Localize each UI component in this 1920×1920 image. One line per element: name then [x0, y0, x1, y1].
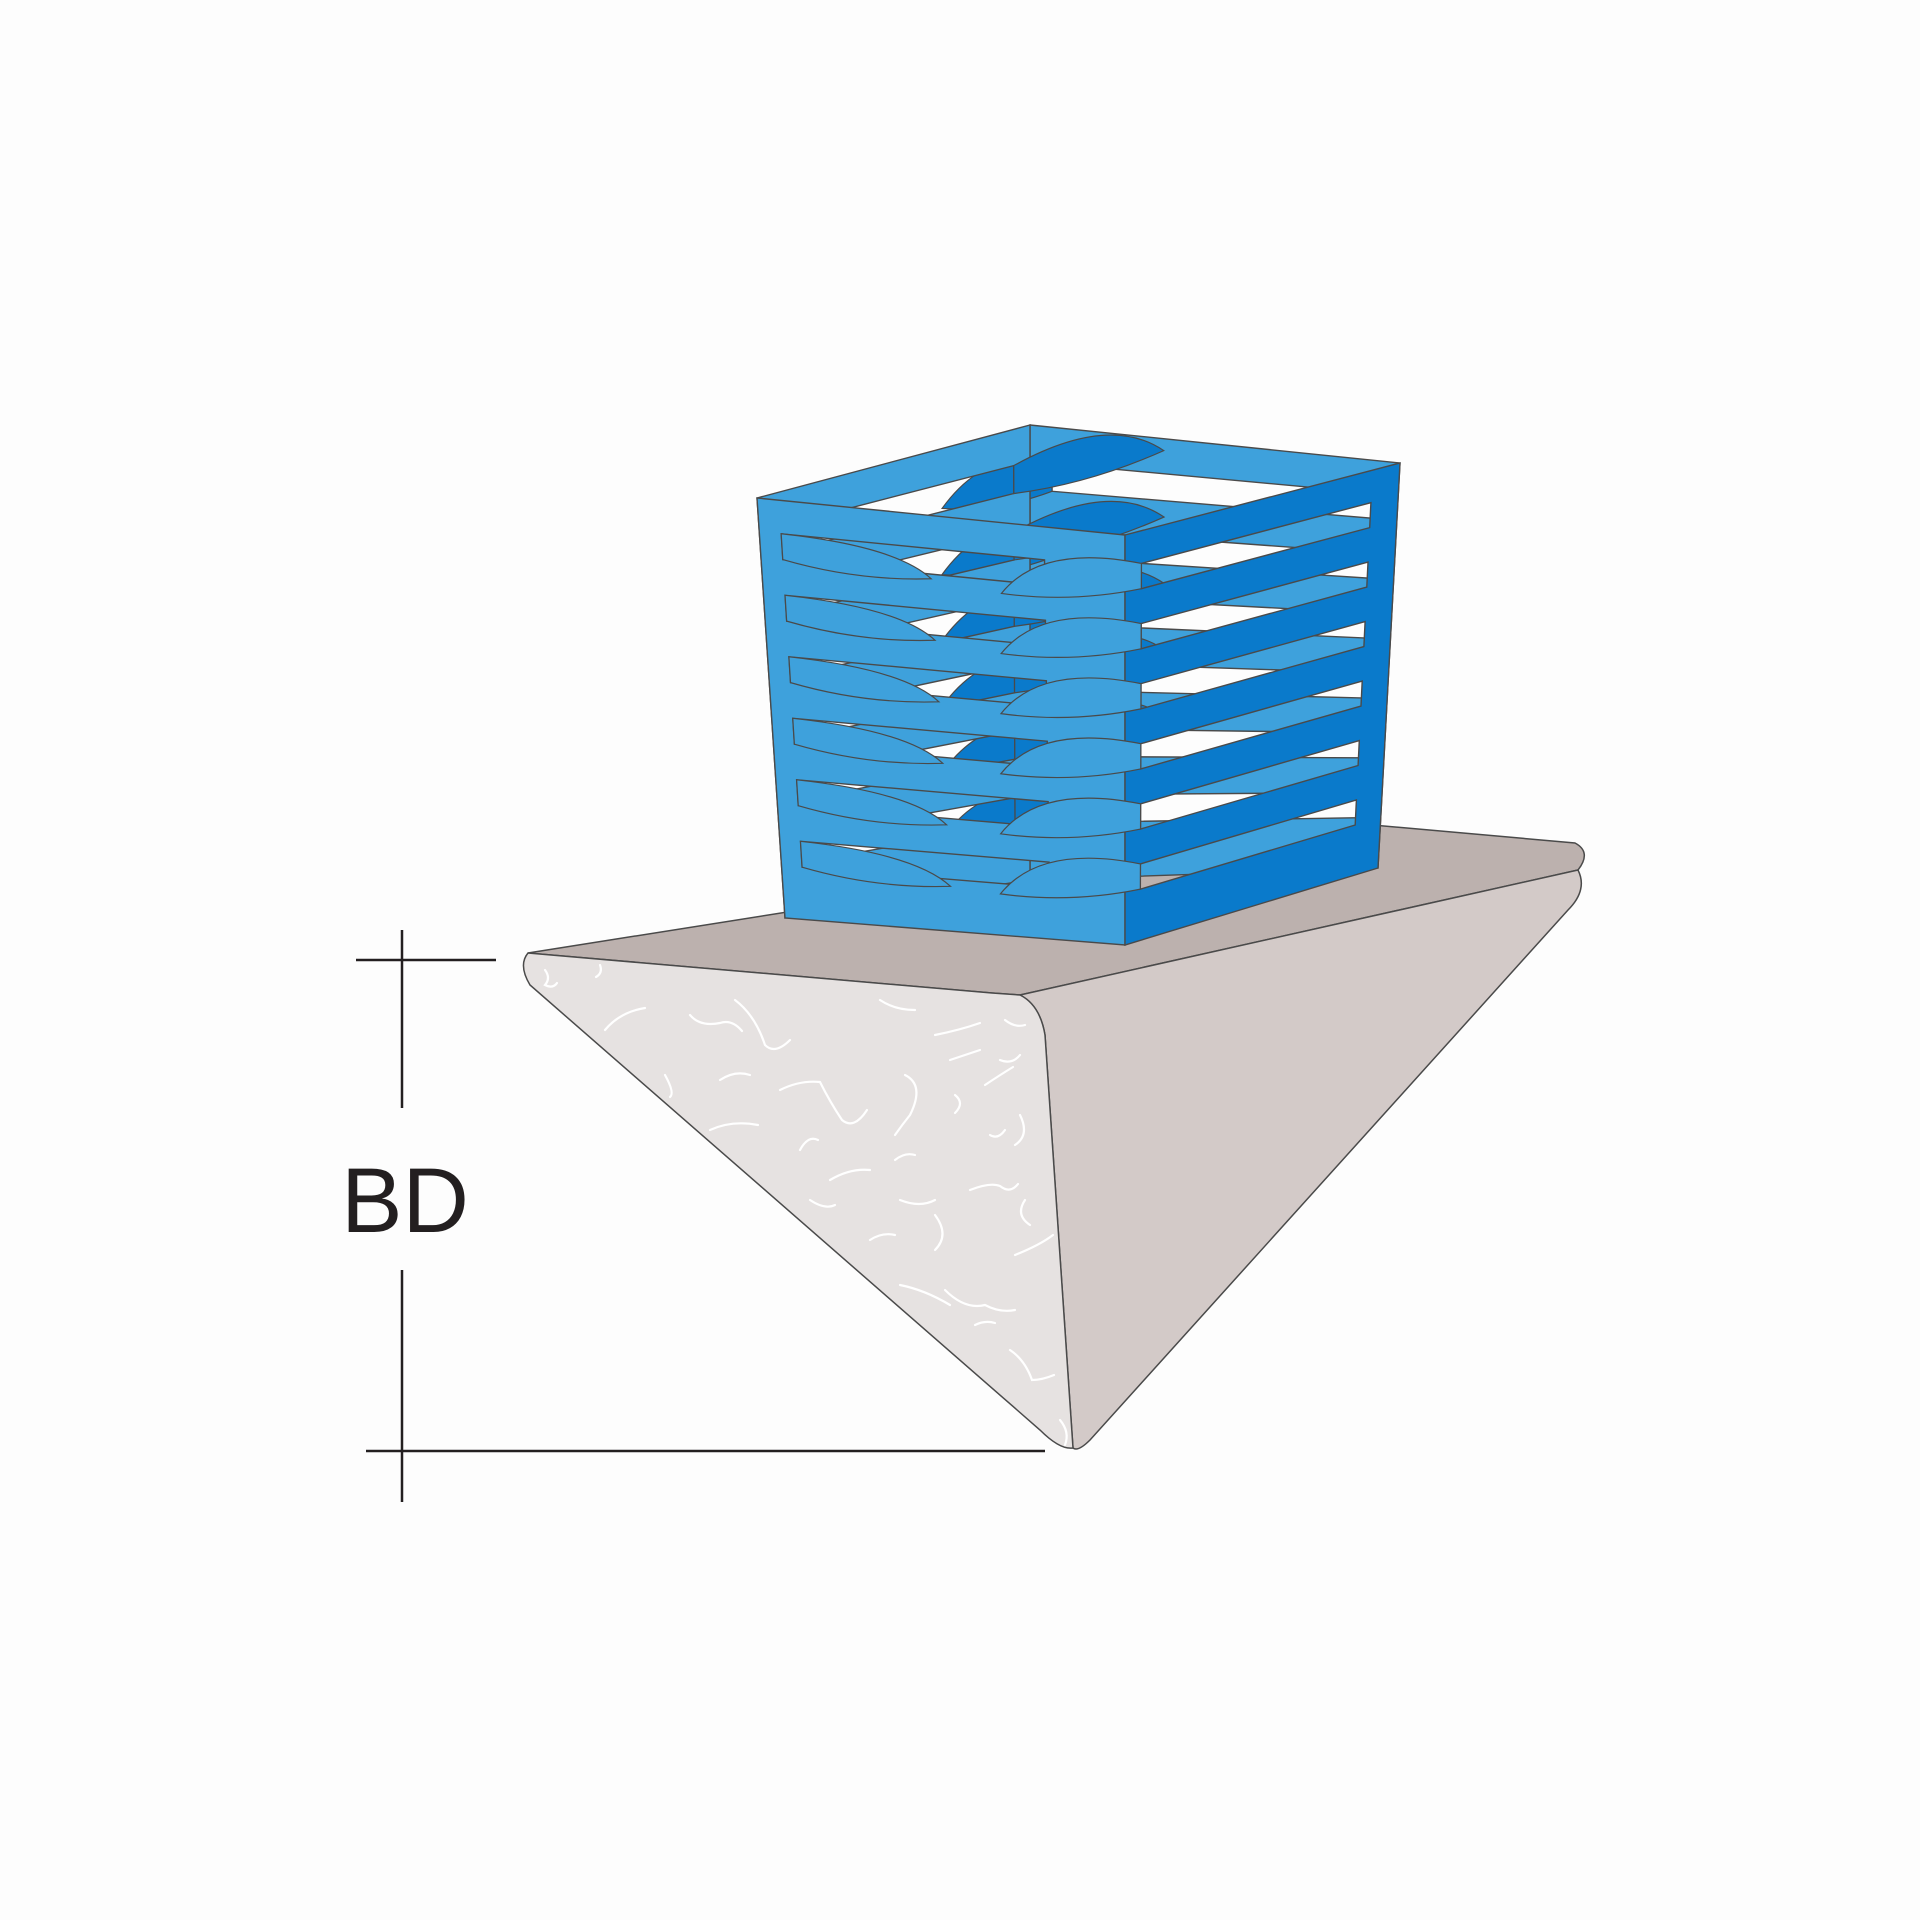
front-right-panel-lamella-5 — [999, 797, 1142, 839]
front-right-panel-lamella-1 — [1000, 557, 1142, 598]
cage-right-panel — [999, 462, 1401, 946]
blue-lamella-cage-icon — [756, 424, 1401, 946]
base-section-face — [522, 952, 1074, 1449]
front-left-panel-lamella-6 — [799, 840, 952, 888]
dimension-indicator: BD — [341, 930, 1045, 1502]
front-right-panel-lamella-4 — [999, 737, 1142, 779]
front-right-panel-lamella-2 — [1000, 617, 1142, 658]
front-right-panel-lamella-3 — [999, 677, 1142, 719]
front-left-panel-lamella-1 — [780, 533, 933, 580]
front-right-panel-lamella-6 — [999, 857, 1142, 899]
front-left-panel-lamella-4 — [792, 717, 945, 765]
dimension-label: BD — [341, 1150, 469, 1252]
front-left-panel-lamella-2 — [784, 594, 937, 642]
section-texture — [543, 963, 1068, 1447]
front-right-panel-frame — [1124, 462, 1401, 946]
front-left-panel-lamella-5 — [795, 779, 949, 826]
back-left-panel-lamella-1 — [1013, 434, 1165, 495]
front-left-panel-lamella-3 — [788, 656, 941, 703]
